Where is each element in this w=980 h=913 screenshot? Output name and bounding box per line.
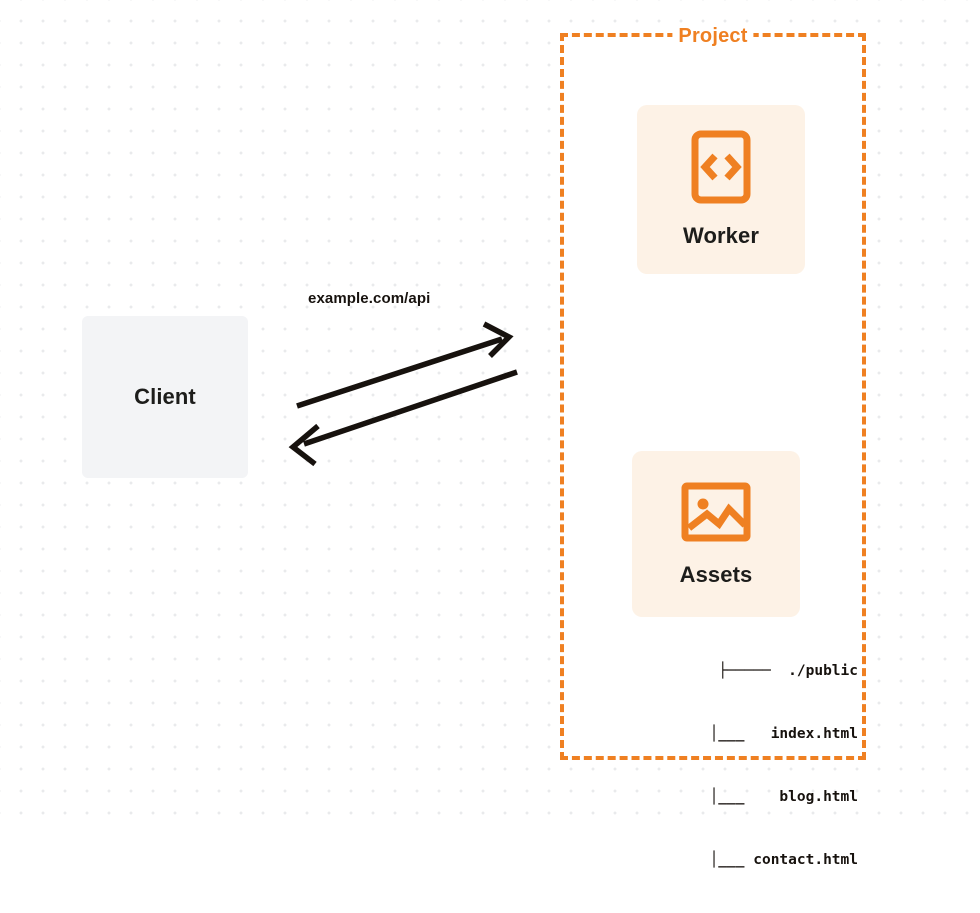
project-container[interactable]: Project Worker Assets ├───── ./public │_… — [560, 25, 866, 868]
assets-card[interactable]: Assets — [632, 451, 800, 617]
file-tree-row: │___ contact.html — [683, 852, 858, 868]
code-brackets-icon — [691, 130, 751, 209]
project-title: Project — [672, 25, 754, 48]
file-tree-row: ├───── ./public — [718, 663, 858, 679]
request-url-label: example.com/api — [308, 290, 431, 307]
client-node-label: Client — [134, 384, 196, 409]
flow-arrows — [288, 321, 518, 467]
image-icon — [681, 481, 751, 548]
client-node[interactable]: Client — [82, 316, 248, 478]
assets-card-label: Assets — [679, 561, 753, 587]
request-arrow — [296, 321, 514, 409]
file-tree-row: │___ index.html — [683, 726, 858, 742]
file-tree-row: │___ blog.html — [683, 789, 858, 805]
assets-file-tree: ├───── ./public │___ index.html │___ blo… — [608, 619, 858, 913]
response-arrow — [288, 369, 518, 467]
worker-card[interactable]: Worker — [637, 105, 805, 274]
worker-card-label: Worker — [683, 223, 759, 248]
